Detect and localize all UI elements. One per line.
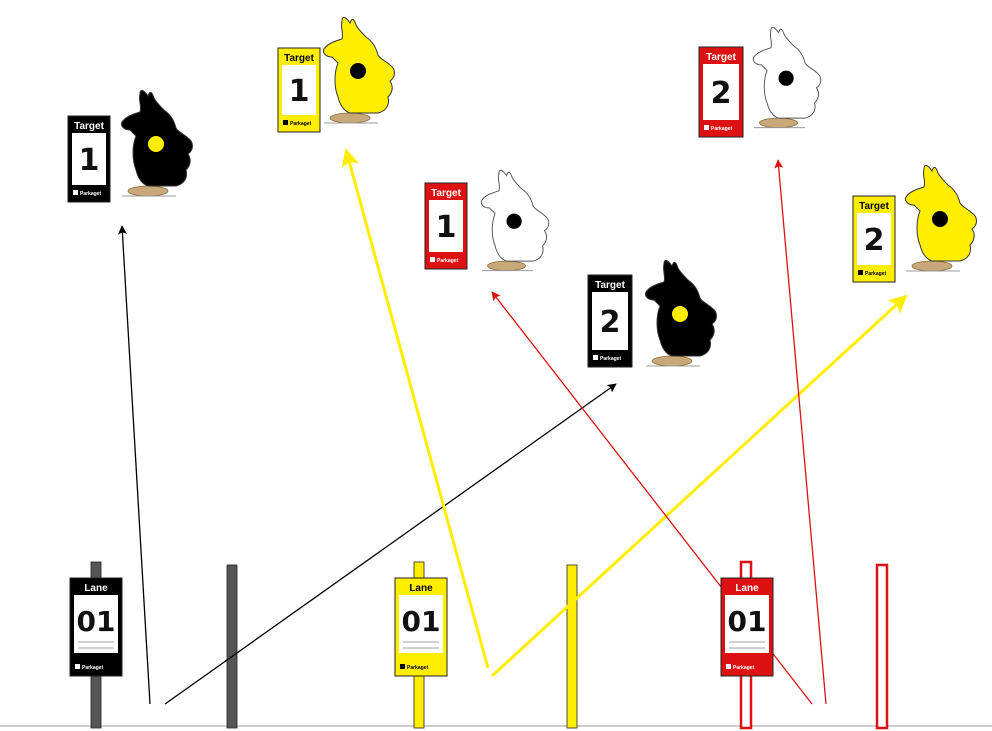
target-sign-red-1-title: Target — [431, 188, 461, 199]
target-sign-black-2-footer-icon — [593, 355, 598, 360]
target-sign-red-2-footer: Parkaget — [711, 126, 732, 132]
target-stand-red-2 — [760, 118, 798, 128]
kill-zone-spot-red-1 — [506, 214, 521, 229]
target-sign-red-1-footer: Parkaget — [437, 258, 458, 264]
lane-footer-icon-red-lane — [726, 664, 731, 669]
kill-zone-spot-black-1 — [148, 136, 164, 152]
target-sign-black-1-title: Target — [74, 121, 104, 132]
target-sign-red-2-number: 2 — [711, 76, 732, 111]
lane-title-yellow-lane: Lane — [409, 583, 433, 594]
target-sign-yellow-1-number: 1 — [289, 74, 310, 109]
target-sign-yellow-2-footer-icon — [858, 270, 863, 275]
target-sign-black-2-number: 2 — [600, 305, 621, 340]
target-stand-yellow-2 — [912, 261, 952, 271]
target-sign-yellow-2-title: Target — [859, 201, 889, 212]
target-sign-black-2-footer: Parkaget — [600, 356, 621, 362]
black-lane-extra-post — [227, 565, 237, 728]
target-sign-yellow-1-footer-icon — [283, 120, 288, 125]
arrow-red-lane-to-red-2 — [778, 160, 826, 704]
target-sign-black-1-footer-icon — [73, 190, 78, 195]
target-sign-yellow-2-footer: Parkaget — [865, 271, 886, 277]
lane-number-yellow-lane: 01 — [402, 605, 441, 638]
target-sign-yellow-2-number: 2 — [864, 223, 885, 258]
target-stand-yellow-1 — [330, 113, 370, 123]
target-sign-black-2-title: Target — [595, 280, 625, 291]
lane-number-black-lane: 01 — [77, 605, 116, 638]
target-stand-black-1 — [128, 186, 168, 196]
lane-footer-icon-black-lane — [75, 664, 80, 669]
kill-zone-spot-yellow-2 — [932, 211, 948, 227]
target-sign-red-2-footer-icon — [704, 125, 709, 130]
lane-footer-icon-yellow-lane — [400, 664, 405, 669]
target-sign-black-1-footer: Parkaget — [80, 191, 101, 197]
arrow-black-lane-to-black-2 — [165, 384, 616, 704]
targets-layer: Target1ParkagetTarget2ParkagetTarget1Par… — [68, 17, 977, 367]
target-stand-black-2 — [652, 356, 692, 366]
target-sign-red-2-title: Target — [706, 52, 736, 63]
target-sign-black-1-number: 1 — [79, 143, 100, 178]
yellow-lane-extra-post — [567, 565, 577, 728]
lane-footer-red-lane: Parkaget — [733, 665, 754, 671]
lane-footer-yellow-lane: Parkaget — [407, 665, 428, 671]
target-sign-red-1-number: 1 — [436, 210, 457, 245]
red-lane-extra-post — [877, 565, 887, 728]
target-stand-red-1 — [488, 261, 526, 271]
lane-footer-black-lane: Parkaget — [82, 665, 103, 671]
kill-zone-spot-red-2 — [779, 71, 794, 86]
target-sign-red-1-footer-icon — [430, 257, 435, 262]
lane-title-red-lane: Lane — [735, 583, 759, 594]
lane-title-black-lane: Lane — [84, 583, 108, 594]
arrow-black-lane-to-black-1 — [122, 226, 150, 704]
kill-zone-spot-yellow-1 — [350, 63, 366, 79]
target-sign-yellow-1-title: Target — [284, 53, 314, 64]
lane-number-red-lane: 01 — [728, 605, 767, 638]
kill-zone-spot-black-2 — [672, 306, 688, 322]
target-sign-yellow-1-footer: Parkaget — [290, 121, 311, 127]
